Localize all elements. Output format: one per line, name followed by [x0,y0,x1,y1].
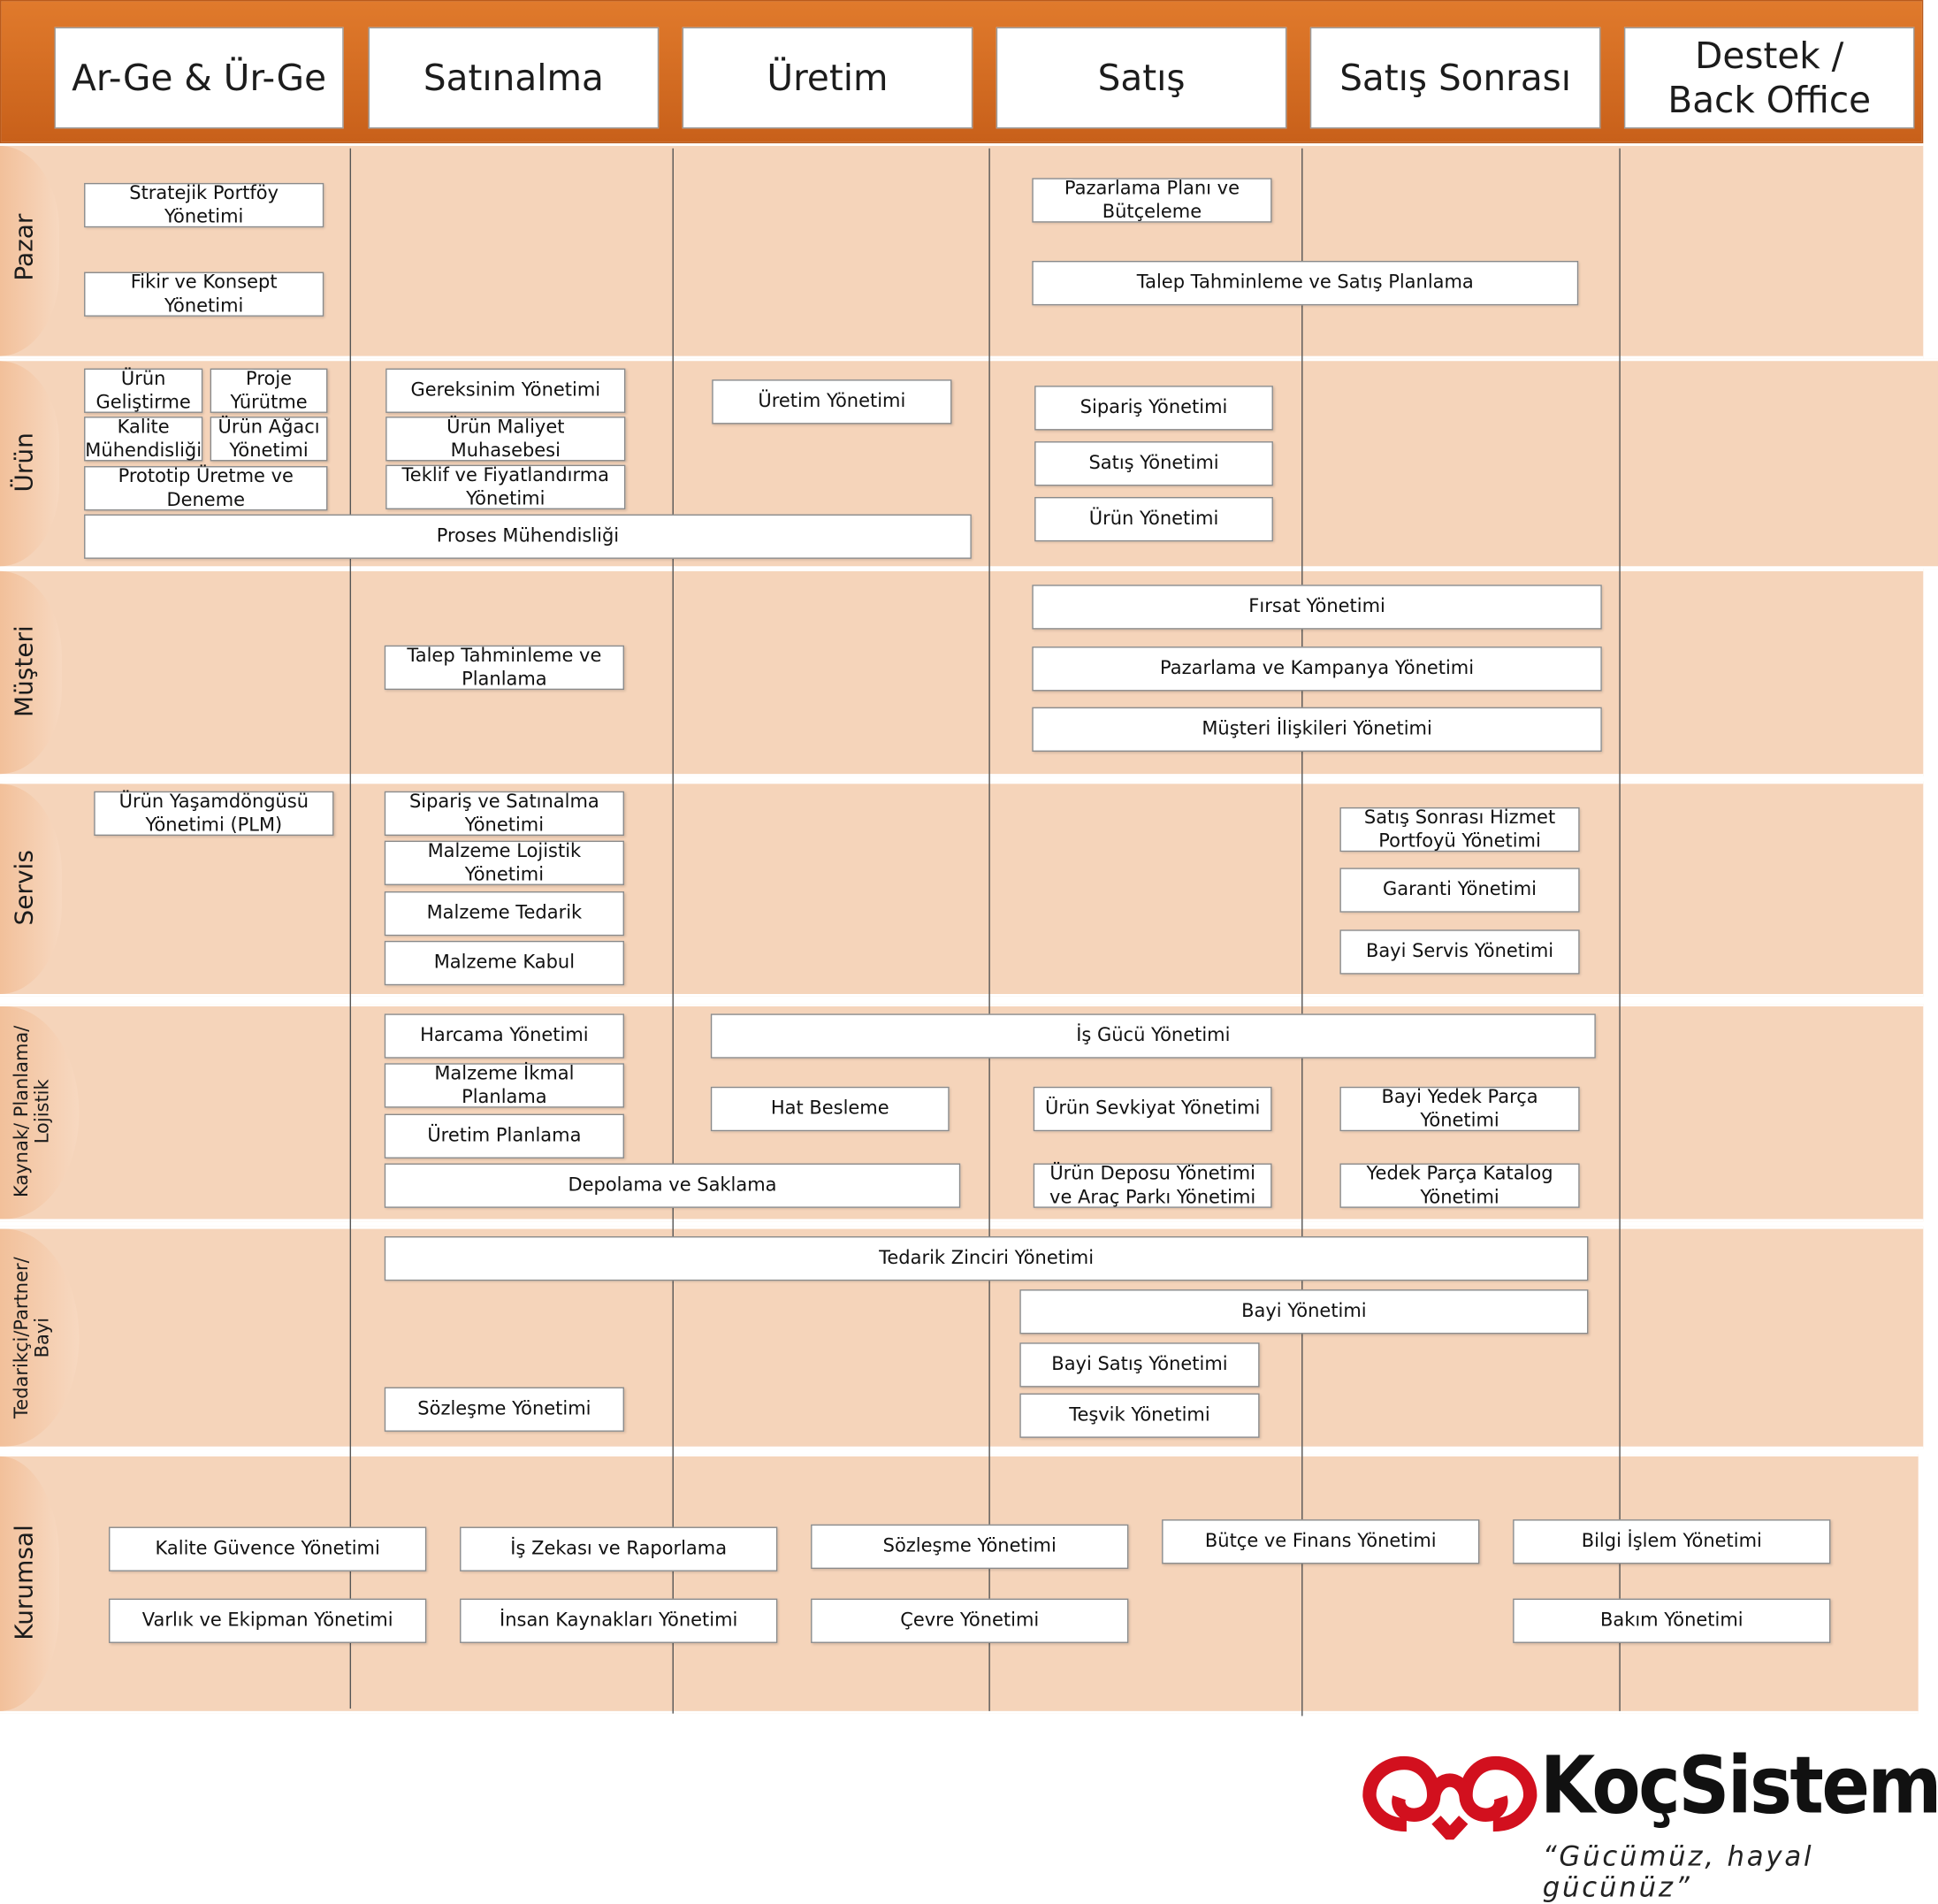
process-box: Prototip Üretme ve Deneme [84,464,328,511]
column-divider [672,148,674,1714]
lane-kurumsal [0,1454,1919,1714]
lane-label-kaynak: Kaynak/ Planlama/ Lojistik [9,1025,54,1197]
process-box: Hat Besleme [710,1086,950,1132]
process-box: Bütçe ve Finans Yönetimi [1162,1519,1480,1564]
process-box: Teşvik Yönetimi [1019,1393,1260,1438]
column-header-satinalma: Satınalma [368,27,660,129]
process-box: Üretim Planlama [384,1113,624,1158]
process-box: Bayi Yönetimi [1019,1289,1589,1334]
column-divider [349,148,352,1709]
process-box: Talep Tahminleme ve Satış Planlama [1032,260,1579,306]
brand-name: KoçSistem [1539,1740,1938,1832]
process-box: Ürün Yönetimi [1034,496,1273,542]
lane-label-musteri: Müşteri [8,625,38,718]
process-box: Ürün Geliştirme [84,367,203,413]
process-box: İş Zekası ve Raporlama [460,1526,778,1571]
process-box: Proje Yürütme [210,367,328,413]
process-box: Malzeme Lojistik Yönetimi [384,839,624,885]
process-box: Bayi Yedek Parça Yönetimi [1339,1085,1580,1132]
process-box: Sipariş ve Satınalma Yönetimi [384,790,624,837]
column-header-arge: Ar-Ge & Ür-Ge [54,27,344,129]
column-header-uretim: Üretim [682,27,973,129]
process-box: Harcama Yönetimi [384,1013,624,1059]
process-box: Stratejik Portföy Yönetimi [84,181,324,228]
process-box: Sipariş Yönetimi [1034,386,1273,431]
process-box: Müşteri İlişkileri Yönetimi [1032,707,1602,752]
process-box: Malzeme İkmal Planlama [384,1061,624,1108]
process-box: Satış Yönetimi [1034,441,1273,486]
column-header-destek: Destek / Back Office [1623,27,1915,129]
process-box: Ürün Maliyet Muhasebesi [385,415,626,462]
column-divider [1301,148,1303,1717]
process-box: Talep Tahminleme ve Planlama [384,644,624,691]
process-box: Fikir ve Konsept Yönetimi [84,270,324,317]
process-box: Proses Mühendisliği [84,514,972,559]
process-box: Malzeme Tedarik [384,891,624,937]
koc-logo-icon [1362,1755,1537,1840]
process-box: Ürün Deposu Yönetimi ve Araç Parkı Yönet… [1033,1161,1272,1208]
lane-label-servis: Servis [8,850,38,926]
process-box: Bayi Satış Yönetimi [1019,1342,1260,1388]
process-box: Pazarlama Planı ve Bütçeleme [1032,176,1272,223]
process-box: Pazarlama ve Kampanya Yönetimi [1032,646,1602,692]
process-box: Gereksinim Yönetimi [385,368,626,413]
process-box: Teklif ve Fiyatlandırma Yönetimi [385,463,626,509]
process-box: Ürün Yaşamdöngüsü Yönetimi (PLM) [94,790,334,837]
process-box: Kalite Güvence Yönetimi [109,1526,427,1571]
process-box: Çevre Yönetimi [811,1598,1129,1643]
column-header-satis: Satış [996,27,1287,129]
process-box: Sözleşme Yönetimi [384,1387,624,1432]
column-divider [1619,148,1621,1711]
lane-label-kurumsal: Kurumsal [8,1525,38,1640]
process-box: Bayi Servis Yönetimi [1339,929,1580,975]
lane-label-urun: Ürün [8,432,38,493]
process-box: Satış Sonrası Hizmet Portfoyü Yönetimi [1339,806,1580,853]
process-box: Yedek Parça Katalog Yönetimi [1339,1161,1580,1208]
process-box: Kalite Mühendisliği [84,415,203,462]
process-box: Ürün Sevkiyat Yönetimi [1033,1086,1272,1132]
process-box: İnsan Kaynakları Yönetimi [460,1598,778,1643]
lane-musteri [0,569,1924,776]
brand-slogan: “Gücümüz, hayal gücünüz” [1542,1842,1814,1904]
process-box: Depolama ve Saklama [384,1163,961,1208]
process-box: İş Gücü Yönetimi [710,1013,1596,1059]
process-box: Bilgi İşlem Yönetimi [1513,1519,1831,1564]
lane-label-pazar: Pazar [8,213,38,281]
process-box: Garanti Yönetimi [1339,868,1580,913]
column-divider [988,148,990,1711]
lane-servis [0,781,1924,997]
lane-pazar [0,143,1924,359]
column-header-satis-sonrasi: Satış Sonrası [1309,27,1601,129]
lane-label-tedarikci: Tedarikçi/Partner/ Bayi [9,1257,54,1418]
process-box: Bakım Yönetimi [1513,1598,1831,1643]
process-box: Tedarik Zinciri Yönetimi [384,1236,1589,1281]
process-box: Varlık ve Ekipman Yönetimi [109,1598,427,1643]
process-box: Üretim Yönetimi [712,379,952,424]
process-box: Fırsat Yönetimi [1032,585,1602,630]
process-box: Sözleşme Yönetimi [811,1524,1129,1570]
process-box: Malzeme Kabul [384,940,624,986]
process-box: Ürün Ağacı Yönetimi [210,415,328,462]
